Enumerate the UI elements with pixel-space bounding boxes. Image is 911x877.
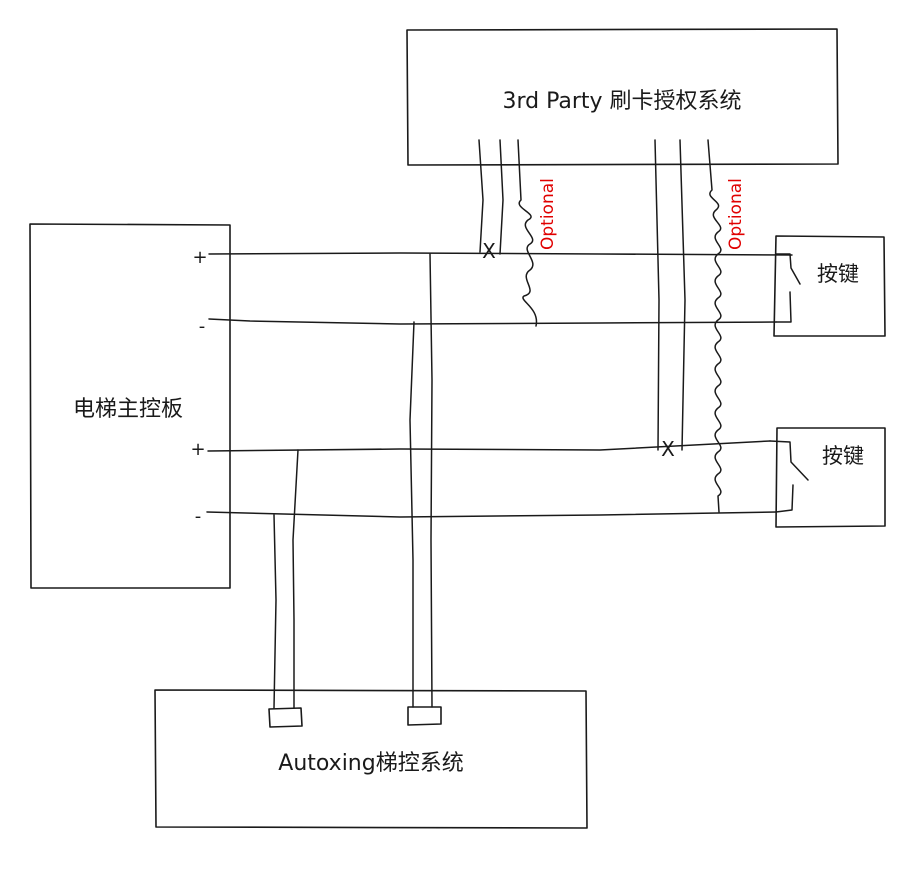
autoxing-wires: [273, 253, 433, 709]
terminal-minus-2: -: [195, 506, 202, 527]
terminal-plus-1: +: [192, 247, 207, 268]
third-party-label: 3rd Party 刷卡授权系统: [502, 89, 741, 114]
autoxing-system: Autoxing梯控系统: [154, 689, 588, 829]
button-1-label: 按键: [817, 262, 859, 286]
tp-wire-right-1: [654, 139, 660, 451]
tp-wire-left-2: [499, 139, 504, 255]
button-2-outline: [775, 427, 886, 528]
autoxing-connector-1: [268, 707, 303, 728]
third-party-wires-left: Optional X: [478, 139, 558, 327]
tp-wire-left-optional: [517, 139, 538, 327]
button-2-switch-contact: [769, 440, 809, 513]
autoxing-wire-b: [292, 449, 299, 709]
button-2: 按键: [769, 427, 886, 528]
wire-minus-2: [206, 511, 777, 518]
terminal-minus-1: -: [199, 316, 206, 337]
terminal-plus-2: +: [190, 439, 205, 460]
main-board-outline: [29, 223, 231, 589]
cut-mark-2: X: [661, 437, 675, 461]
cut-mark-1: X: [482, 239, 496, 263]
wire-plus-2: [207, 440, 771, 452]
autoxing-box-outline: [154, 689, 588, 829]
button-1-switch-contact: [775, 253, 801, 323]
elevator-main-board: 电梯主控板 + - + -: [29, 223, 231, 589]
button-1: 按键: [773, 235, 886, 337]
autoxing-wire-d: [429, 253, 433, 708]
autoxing-connector-2: [407, 706, 442, 726]
main-board-label: 电梯主控板: [73, 397, 183, 422]
tp-wire-left-1: [478, 139, 484, 253]
button-2-label: 按键: [822, 444, 864, 468]
optional-label-left: Optional: [538, 178, 558, 250]
optional-label-right: Optional: [726, 178, 746, 250]
autoxing-wire-c: [409, 321, 415, 708]
autoxing-label: Autoxing梯控系统: [278, 751, 463, 776]
tp-wire-right-2: [679, 139, 686, 451]
button-1-outline: [773, 235, 886, 337]
third-party-box-outline: [406, 28, 839, 166]
main-wires: [206, 252, 793, 518]
third-party-system: 3rd Party 刷卡授权系统: [406, 28, 839, 166]
wire-minus-1: [208, 318, 777, 325]
autoxing-wire-a: [273, 514, 277, 709]
tp-wire-right-optional: [707, 139, 722, 513]
third-party-wires-right: Optional X: [654, 139, 746, 513]
